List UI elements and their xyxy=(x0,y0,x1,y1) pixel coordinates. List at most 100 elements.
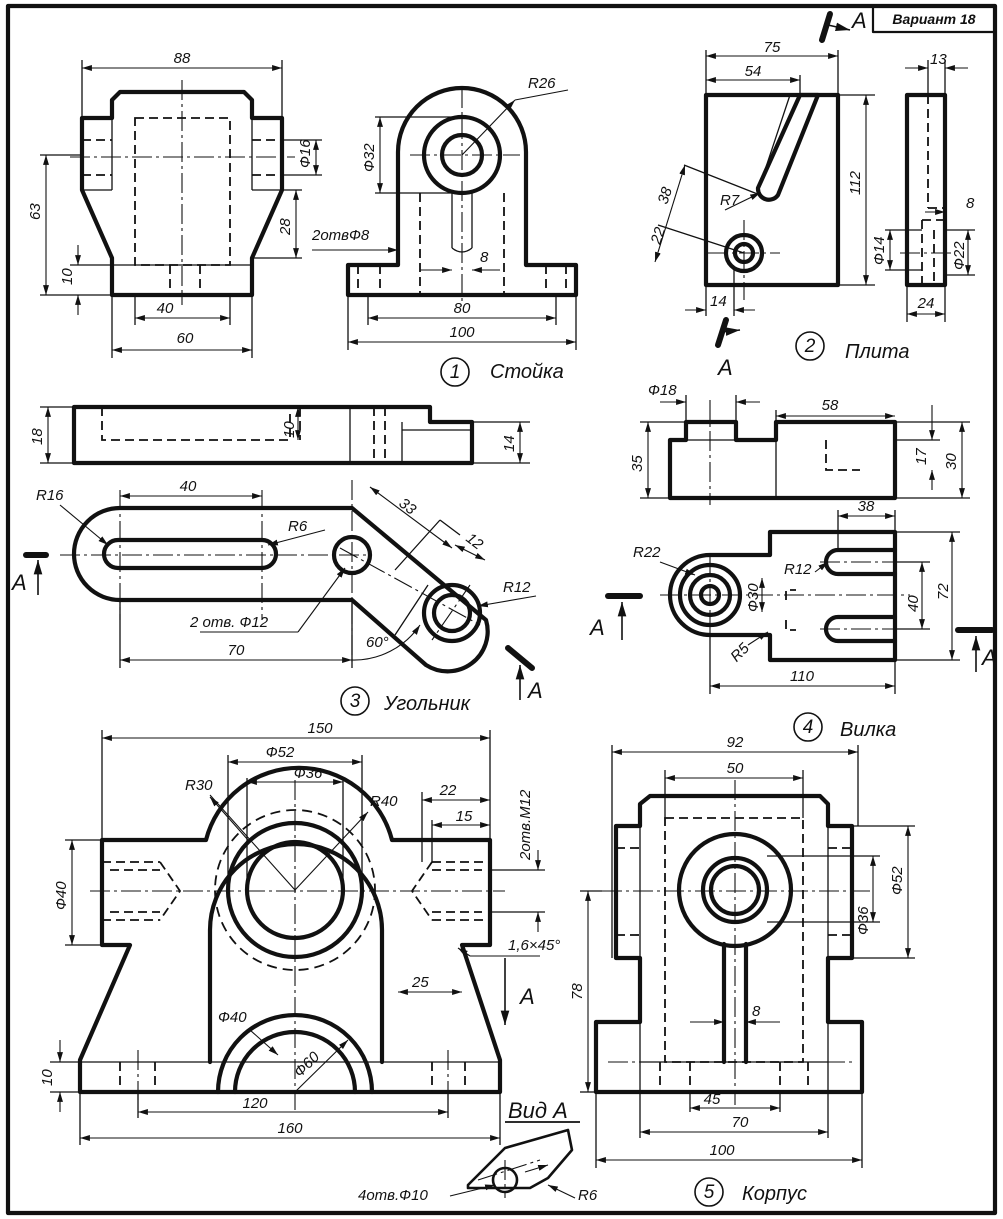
part-4-title: 4 Вилка xyxy=(793,712,896,742)
part-3-top-dimensions: 18 10 14 xyxy=(29,406,530,464)
svg-text:110: 110 xyxy=(790,668,815,685)
svg-text:A: A xyxy=(980,645,997,670)
svg-text:Ф36: Ф36 xyxy=(294,765,323,782)
svg-text:58: 58 xyxy=(822,397,839,414)
svg-text:R6: R6 xyxy=(288,518,308,535)
part-4-section-marks: A A xyxy=(588,593,997,672)
part-3-section-marks: A A xyxy=(10,552,543,703)
svg-text:R40: R40 xyxy=(370,793,398,810)
part-1-side-view xyxy=(345,85,579,305)
svg-text:R6: R6 xyxy=(578,1187,598,1204)
svg-text:70: 70 xyxy=(228,642,245,659)
part-1-front-view xyxy=(70,80,295,305)
svg-text:14: 14 xyxy=(710,293,727,310)
part-5-front-view xyxy=(77,765,505,1110)
svg-text:Вид А: Вид А xyxy=(508,1098,568,1123)
svg-text:Ф40: Ф40 xyxy=(218,1009,247,1026)
svg-text:Ф36: Ф36 xyxy=(855,906,872,935)
svg-text:8: 8 xyxy=(752,1003,761,1020)
svg-text:R30: R30 xyxy=(185,777,213,794)
variant-label: Вариант 18 xyxy=(892,11,975,27)
svg-text:Плита: Плита xyxy=(845,341,909,363)
svg-text:13: 13 xyxy=(930,51,947,68)
part-2-section-marks: A A xyxy=(715,8,867,380)
svg-text:14: 14 xyxy=(501,435,518,452)
svg-text:Ф60: Ф60 xyxy=(291,1048,324,1081)
part-2-dimensions: 75 54 112 38 22 R7 14 xyxy=(647,39,875,316)
part-3-top-view xyxy=(71,404,475,466)
svg-text:8: 8 xyxy=(966,195,975,212)
svg-text:120: 120 xyxy=(242,1095,268,1112)
svg-text:A: A xyxy=(10,570,27,595)
part-3-front-view xyxy=(60,480,490,674)
svg-text:4: 4 xyxy=(803,717,814,738)
view-a: Вид А 4отв.Ф10 R6 xyxy=(358,1098,598,1204)
svg-text:3: 3 xyxy=(350,691,361,712)
part-4-top-view xyxy=(667,400,898,505)
svg-text:40: 40 xyxy=(157,300,174,317)
svg-text:A: A xyxy=(518,984,535,1009)
svg-text:Вилка: Вилка xyxy=(840,719,896,741)
svg-text:R12: R12 xyxy=(784,561,812,578)
sheet-frame xyxy=(5,3,998,1216)
svg-text:Ф22: Ф22 xyxy=(951,241,968,270)
svg-text:28: 28 xyxy=(277,218,294,236)
svg-text:18: 18 xyxy=(29,428,46,445)
svg-text:78: 78 xyxy=(569,983,586,1000)
part-5-side-view xyxy=(593,780,870,1105)
svg-text:60: 60 xyxy=(177,330,194,347)
svg-text:22: 22 xyxy=(647,224,669,247)
part-2-side-dimensions: 13 8 Ф14 Ф22 24 xyxy=(871,51,975,322)
svg-text:30: 30 xyxy=(943,453,960,470)
svg-text:60°: 60° xyxy=(366,634,389,651)
svg-text:100: 100 xyxy=(709,1142,735,1159)
svg-text:Ф16: Ф16 xyxy=(297,139,314,168)
svg-text:4отв.Ф10: 4отв.Ф10 xyxy=(358,1187,428,1204)
svg-text:25: 25 xyxy=(411,974,429,991)
part-1-dimensions: 88 63 10 40 60 Ф16 28 xyxy=(27,50,322,358)
svg-text:Угольник: Угольник xyxy=(383,693,472,715)
svg-text:10: 10 xyxy=(39,1069,56,1086)
part-5-title: 5 Корпус xyxy=(694,1177,807,1207)
part-1-side-dimensions: R26 Ф32 2отвФ8 8 80 100 xyxy=(311,75,577,350)
svg-text:Ф40: Ф40 xyxy=(53,881,70,910)
svg-text:38: 38 xyxy=(858,498,875,515)
svg-text:92: 92 xyxy=(727,734,744,751)
svg-text:22: 22 xyxy=(439,782,457,799)
svg-text:R5: R5 xyxy=(727,639,753,665)
svg-text:2 отв. Ф12: 2 отв. Ф12 xyxy=(189,614,269,631)
svg-text:R22: R22 xyxy=(633,544,661,561)
svg-text:45: 45 xyxy=(704,1091,721,1108)
svg-text:R12: R12 xyxy=(503,579,531,596)
svg-text:15: 15 xyxy=(456,808,473,825)
part-4-front-view xyxy=(660,529,910,663)
svg-text:54: 54 xyxy=(745,63,762,80)
svg-text:35: 35 xyxy=(629,455,646,472)
svg-text:10: 10 xyxy=(59,268,76,285)
part-2-side-view xyxy=(900,92,955,288)
part-4-top-dimensions: Ф18 58 35 17 30 xyxy=(629,382,970,499)
svg-text:40: 40 xyxy=(905,595,922,612)
svg-text:5: 5 xyxy=(704,1182,715,1203)
svg-text:160: 160 xyxy=(277,1120,303,1137)
svg-text:63: 63 xyxy=(27,203,44,220)
svg-text:24: 24 xyxy=(917,295,935,312)
svg-text:75: 75 xyxy=(764,39,781,56)
svg-text:Ф18: Ф18 xyxy=(648,382,677,399)
svg-text:2отвФ8: 2отвФ8 xyxy=(311,227,370,244)
svg-text:R7: R7 xyxy=(720,192,740,209)
svg-text:Ф32: Ф32 xyxy=(361,143,378,172)
svg-text:38: 38 xyxy=(655,184,677,206)
svg-text:R16: R16 xyxy=(36,487,64,504)
svg-text:2: 2 xyxy=(804,336,816,357)
svg-text:88: 88 xyxy=(174,50,191,67)
svg-text:17: 17 xyxy=(913,448,930,465)
part-1-title: 1 Стойка xyxy=(440,357,564,387)
svg-text:8: 8 xyxy=(480,249,489,266)
part-4-dimensions: 38 R22 R12 Ф30 40 72 R5 110 xyxy=(633,498,960,694)
svg-text:1: 1 xyxy=(450,362,461,383)
svg-text:70: 70 xyxy=(732,1114,749,1131)
part-2-front-view xyxy=(703,92,841,300)
